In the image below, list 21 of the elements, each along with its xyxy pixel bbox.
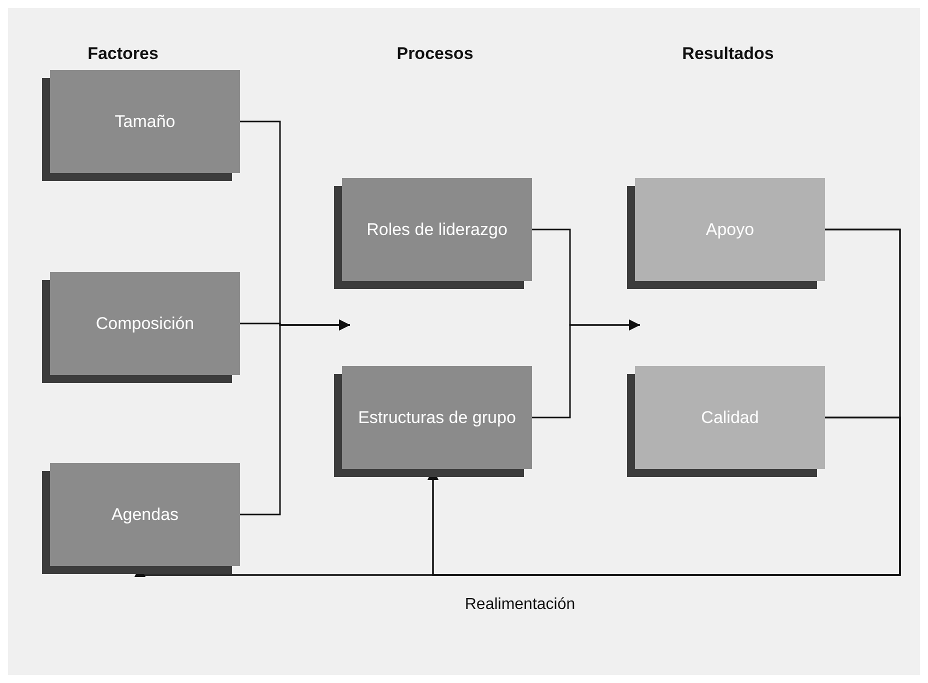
box-label: Composición — [96, 312, 194, 334]
process-box — [50, 70, 240, 173]
box-label: Roles de liderazgo — [366, 218, 508, 240]
process-box — [635, 366, 825, 469]
box-label: Tamaño — [114, 110, 176, 132]
column-heading: Factores — [88, 44, 158, 64]
connector-arrow — [532, 320, 640, 418]
box-label: Agendas — [111, 504, 179, 526]
column-heading: Procesos — [396, 44, 474, 64]
process-box — [50, 463, 240, 566]
box-label: Estructuras de grupo — [358, 406, 516, 428]
connector-arrow — [240, 320, 350, 516]
process-box — [635, 178, 825, 281]
process-box — [50, 272, 240, 375]
box-label: Calidad — [701, 406, 759, 428]
column-heading: Resultados — [682, 44, 774, 64]
process-box — [342, 178, 532, 281]
box-label: Apoyo — [706, 218, 754, 240]
connector-arrow — [428, 416, 901, 576]
loop-label: Realimentación — [464, 596, 576, 614]
process-box — [342, 366, 532, 469]
